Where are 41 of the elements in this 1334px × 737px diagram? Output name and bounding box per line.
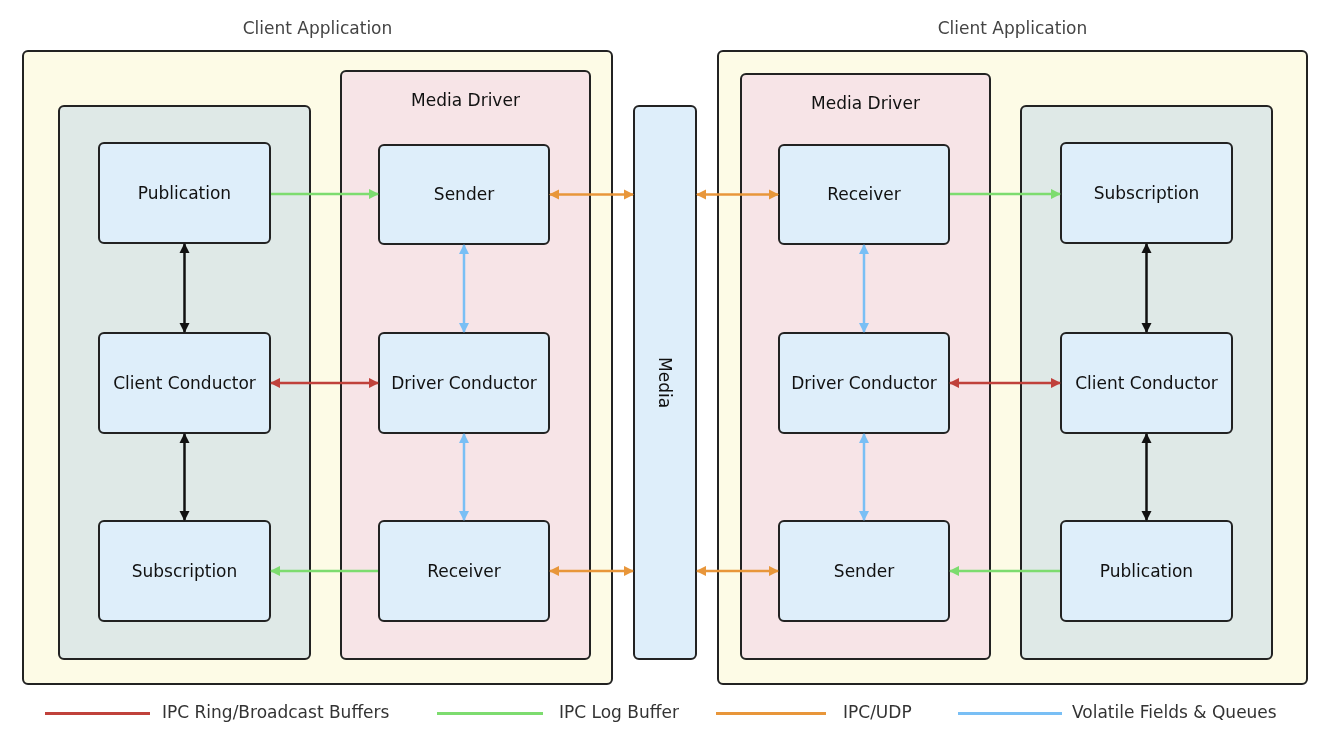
connector-arrow [948, 377, 1062, 389]
group-title: Client Application [936, 18, 1089, 38]
component-box: Subscription [98, 520, 271, 622]
connector-arrow [179, 432, 190, 522]
component-box: Driver Conductor [378, 332, 550, 434]
connector-arrow [950, 188, 1062, 200]
component-box: Driver Conductor [778, 332, 950, 434]
connector-arrow [458, 432, 470, 522]
legend-text: IPC/UDP [843, 702, 912, 722]
connector-arrow [269, 377, 380, 389]
connector-arrow [271, 188, 380, 200]
connector-arrow [695, 565, 780, 577]
media-driver-panel: Media Driver Receiver Driver Conductor Sender [740, 73, 991, 660]
component-box: Publication [1060, 520, 1233, 622]
legend-text: IPC Log Buffer [559, 702, 679, 722]
connector-arrow [1141, 242, 1152, 334]
legend-text: Volatile Fields & Queues [1072, 702, 1277, 722]
client-panel [1020, 105, 1273, 660]
component-box: Client Conductor [1060, 332, 1233, 434]
group-title: Client Application [241, 18, 394, 38]
component-box: Sender [378, 144, 550, 245]
connector-arrow [1141, 432, 1152, 522]
connector-arrow [695, 189, 780, 200]
connector-arrow [458, 243, 470, 334]
component-box: Receiver [778, 144, 950, 245]
connector-arrow [269, 565, 378, 577]
connector-arrow [858, 432, 870, 522]
media-bar: Media [633, 105, 697, 660]
connector-arrow [179, 242, 190, 334]
component-box: Publication [98, 142, 271, 244]
component-box: Subscription [1060, 142, 1233, 244]
connector-arrow [548, 189, 635, 200]
component-box: Sender [778, 520, 950, 622]
connector-arrow [948, 565, 1060, 577]
connector-arrow [548, 565, 635, 577]
client-panel [58, 105, 311, 660]
component-box: Receiver [378, 520, 550, 622]
connector-arrow [858, 243, 870, 334]
media-driver-panel: Media Driver Sender Driver Conductor Receiver [340, 70, 591, 660]
legend-text: IPC Ring/Broadcast Buffers [162, 702, 390, 722]
component-box: Client Conductor [98, 332, 271, 434]
